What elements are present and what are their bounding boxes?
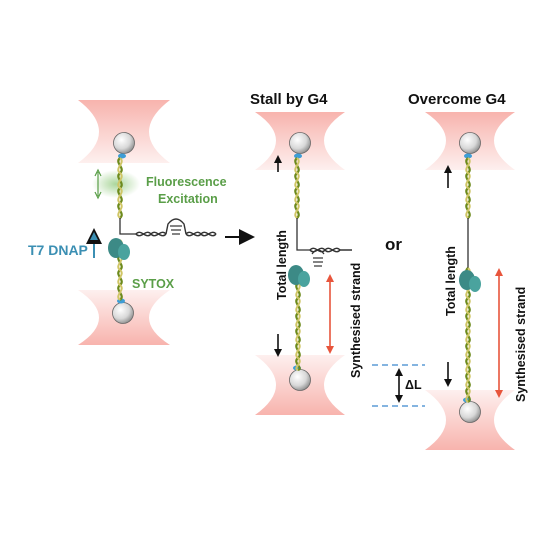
total-length-arrow-stall [274, 155, 282, 357]
excitation-label: Excitation [158, 192, 218, 206]
synth-strand-label-stall: Synthesised strand [349, 263, 363, 378]
fluorescence-arrow [94, 168, 102, 200]
g4-structure-left [165, 218, 187, 235]
dna-upper-left [117, 157, 123, 219]
total-length-label-overcome: Total length [444, 246, 458, 316]
synth-strand-label-overcome: Synthesised strand [514, 287, 528, 402]
polymerase-left [108, 238, 130, 260]
dna-upper-overcome [465, 157, 471, 219]
bead-bottom-left [112, 302, 134, 324]
bead-bottom-stall [289, 369, 311, 391]
g4-structure-stall [309, 247, 352, 267]
bead-top-stall [289, 132, 311, 154]
total-length-label-stall: Total length [275, 230, 289, 300]
polymerase-stall [288, 265, 310, 287]
synth-strand-arrow-overcome [495, 268, 503, 398]
overcome-title: Overcome G4 [408, 91, 506, 108]
synth-strand-arrow-stall [326, 274, 334, 354]
fluorescence-glow [92, 170, 140, 198]
dna-upper-stall [294, 157, 300, 219]
delta-l-label: ΔL [405, 378, 422, 392]
dna-lower-overcome [465, 267, 471, 403]
stall-title: Stall by G4 [250, 91, 328, 108]
fluorescence-label: Fluorescence [146, 175, 227, 189]
bead-top-overcome [459, 132, 481, 154]
trap-top-left [78, 100, 170, 163]
ss-dna-connector-left [119, 218, 136, 235]
delta-l-indicator [372, 364, 425, 407]
dna-horizontal-left [135, 231, 217, 237]
ss-dna-stall [296, 218, 310, 251]
t7-dnap-label: T7 DNAP [28, 242, 88, 258]
total-length-arrow-overcome [444, 165, 452, 387]
bead-top-left [113, 132, 135, 154]
polymerase-overcome [459, 270, 481, 292]
or-label: or [385, 235, 402, 254]
sytox-label: SYTOX [132, 277, 175, 291]
bead-bottom-overcome [459, 401, 481, 423]
